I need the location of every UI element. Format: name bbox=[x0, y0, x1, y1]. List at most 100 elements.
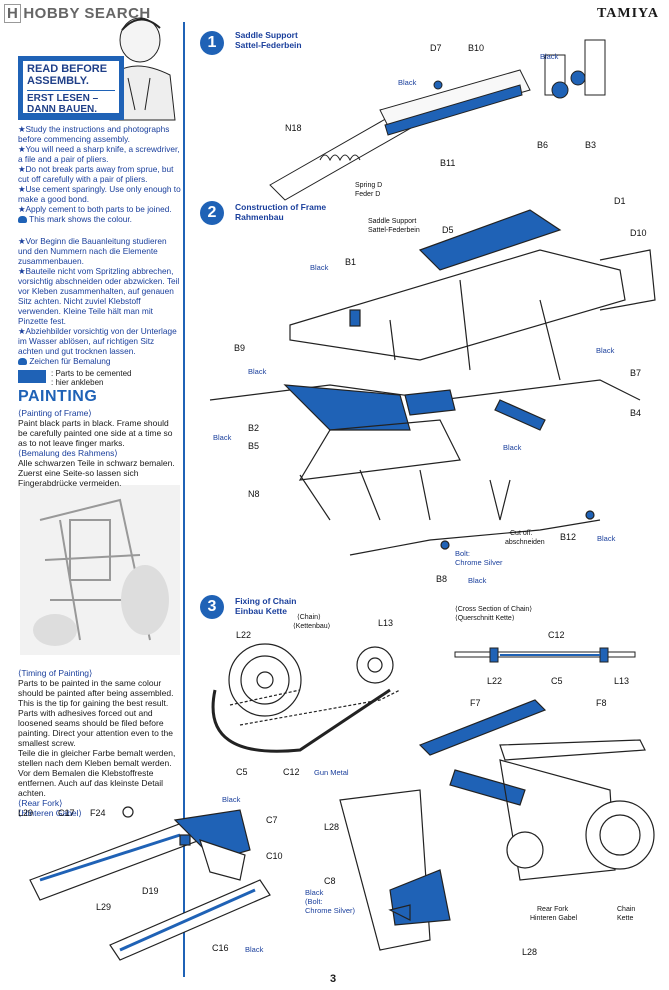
note-en-4: ★Use cement sparingly. Use only enough t… bbox=[18, 184, 181, 204]
label-b8: B8 bbox=[436, 574, 448, 584]
chain-cross-section bbox=[454, 647, 636, 663]
label-cs-c12: C12 bbox=[548, 630, 565, 640]
label-b4: B4 bbox=[630, 408, 642, 418]
saddle-support-diagram bbox=[269, 39, 606, 201]
label-b8-black: Black bbox=[468, 576, 487, 585]
label-l13: L13 bbox=[378, 618, 394, 628]
label-b11: B11 bbox=[440, 158, 456, 168]
label-cs-l22: L22 bbox=[487, 676, 503, 686]
label-b9-black: Black bbox=[248, 367, 267, 376]
notes-de: ★Vor Beginn die Bauanleitung studieren u… bbox=[18, 236, 181, 366]
label-l22: L22 bbox=[236, 630, 252, 640]
label-l29-a: L29 bbox=[18, 808, 34, 818]
read-before-en: READ BEFORE ASSEMBLY. bbox=[27, 63, 108, 87]
label-d10: D10 bbox=[630, 228, 647, 238]
frame-heading-de: ⟨Bemalung des Rahmens⟩ bbox=[18, 448, 118, 458]
cement-legend-de: : hier ankleben bbox=[51, 378, 104, 387]
frame-photo bbox=[20, 485, 180, 655]
label-c8-bolt: (Bolt: bbox=[305, 897, 323, 906]
label-cut-en: Cut off. bbox=[510, 530, 533, 537]
label-chain-lbl-de: Kette bbox=[617, 915, 634, 922]
label-b7-black: Black bbox=[596, 346, 615, 355]
label-mid-black: Black bbox=[503, 443, 522, 452]
painting-frame: ⟨Painting of Frame⟩ Paint black parts in… bbox=[18, 408, 178, 488]
label-f24: F24 bbox=[90, 808, 106, 818]
timing-text-de: Teile die in gleicher Farbe bemalt werde… bbox=[18, 748, 176, 798]
label-b9: B9 bbox=[234, 343, 246, 353]
timing-text-en: Parts to be painted in the same colour s… bbox=[18, 678, 174, 748]
chain-diagram bbox=[211, 643, 401, 753]
label-c10: C10 bbox=[266, 851, 283, 861]
rear-fork-assembly bbox=[339, 699, 655, 951]
label-b1: B1 bbox=[345, 257, 357, 267]
mechanic-illustration bbox=[95, 17, 176, 121]
label-bolt-de: Chrome Silver bbox=[455, 558, 503, 567]
frame-text-de: Alle schwarzen Teile in schwarz bemalen.… bbox=[18, 458, 175, 488]
label-c8-chrome: Chrome Silver) bbox=[305, 906, 356, 915]
label-b2-black: Black bbox=[213, 433, 232, 442]
cement-legend: : Parts to be cemented : hier ankleben bbox=[51, 369, 132, 387]
label-cut-de: abschneiden bbox=[505, 539, 545, 546]
label-b6: B6 bbox=[537, 140, 549, 150]
label-c5: C5 bbox=[236, 767, 248, 777]
step-1-title-en: Saddle Support bbox=[235, 30, 298, 40]
label-b12-black: Black bbox=[597, 534, 616, 543]
column-divider bbox=[183, 22, 185, 977]
label-b5: B5 bbox=[248, 441, 260, 451]
label-cs-l13: L13 bbox=[614, 676, 630, 686]
step-3-number: 3 bbox=[200, 595, 224, 619]
label-b10: B10 bbox=[468, 43, 485, 53]
cement-legend-en: : Parts to be cemented bbox=[51, 369, 132, 378]
label-chain-en: ⟨Chain⟩ bbox=[297, 614, 321, 621]
label-bolt-en: Bolt: bbox=[455, 549, 471, 558]
lower-fork-diagram bbox=[29, 806, 271, 961]
step-2-title: Construction of Frame Rahmenbau bbox=[235, 202, 326, 222]
step-1-number: 1 bbox=[200, 31, 224, 55]
step-3-title-en: Fixing of Chain bbox=[235, 596, 297, 606]
note-de-1: ★Vor Beginn die Bauanleitung studieren u… bbox=[18, 236, 167, 266]
note-en-2: ★You will need a sharp knife, a screwdri… bbox=[18, 144, 180, 164]
timing-heading-en: ⟨Timing of Painting⟩ bbox=[18, 668, 93, 678]
label-b1-black: Black bbox=[310, 263, 329, 272]
label-d19: D19 bbox=[142, 886, 159, 896]
label-chain-de: ⟨Kettenbau⟩ bbox=[293, 623, 331, 630]
note-en-5: ★Apply cement to both parts to be joined… bbox=[18, 204, 172, 214]
label-l28-b: L28 bbox=[522, 947, 538, 957]
label-saddle-en: Saddle Support bbox=[368, 218, 417, 225]
label-f8: F8 bbox=[596, 698, 607, 708]
step-3-title: Fixing of Chain Einbau Kette bbox=[235, 596, 296, 616]
note-en-3: ★Do not break parts away from sprue, but… bbox=[18, 164, 174, 184]
label-c12: C12 bbox=[283, 767, 300, 777]
label-cross-en: ⟨Cross Section of Chain⟩ bbox=[455, 606, 533, 613]
label-spring-en: Spring D bbox=[355, 182, 383, 189]
painting-timing: ⟨Timing of Painting⟩ Parts to be painted… bbox=[18, 668, 178, 818]
label-cross-de: ⟨Querschnitt Kette⟩ bbox=[455, 615, 515, 622]
label-chain-lbl-en: Chain bbox=[617, 906, 636, 913]
label-d7: D7 bbox=[430, 43, 442, 53]
label-c16-black: Black bbox=[245, 945, 264, 954]
notes-en: ★Study the instructions and photographs … bbox=[18, 124, 181, 224]
step-2-number: 2 bbox=[200, 201, 224, 225]
painting-heading: PAINTING bbox=[18, 388, 98, 405]
note-de-3: ★Abziehbilder vorsichtig von der Unterla… bbox=[18, 326, 177, 356]
rear-fork-heading-de: ⟨Hinteren Gabel⟩ bbox=[18, 808, 82, 818]
note-de-2: ★Bauteile nicht vom Spritzling abbrechen… bbox=[18, 266, 180, 326]
label-black-top: Black bbox=[222, 795, 241, 804]
label-l29-b: L29 bbox=[96, 902, 112, 912]
label-saddle-de: Sattel-Federbein bbox=[368, 227, 420, 234]
colour-mark-de: Zeichen für Bemalung bbox=[29, 356, 111, 366]
label-c8: C8 bbox=[324, 876, 336, 886]
colour-mark-en: This mark shows the colour. bbox=[29, 214, 132, 224]
label-spring-de: Feder D bbox=[355, 191, 381, 198]
label-n18: N18 bbox=[285, 123, 302, 133]
label-cs-c5: C5 bbox=[551, 676, 563, 686]
step-2-title-de: Rahmenbau bbox=[235, 212, 284, 222]
label-b12: B12 bbox=[560, 532, 577, 542]
label-d5: D5 bbox=[442, 225, 454, 235]
frame-text-en: Paint black parts in black. Frame should… bbox=[18, 418, 173, 448]
label-b2: B2 bbox=[248, 423, 260, 433]
read-before-box: READ BEFORE ASSEMBLY. ERST LESEN – DANN … bbox=[18, 56, 124, 120]
label-l28-a: L28 bbox=[324, 822, 340, 832]
